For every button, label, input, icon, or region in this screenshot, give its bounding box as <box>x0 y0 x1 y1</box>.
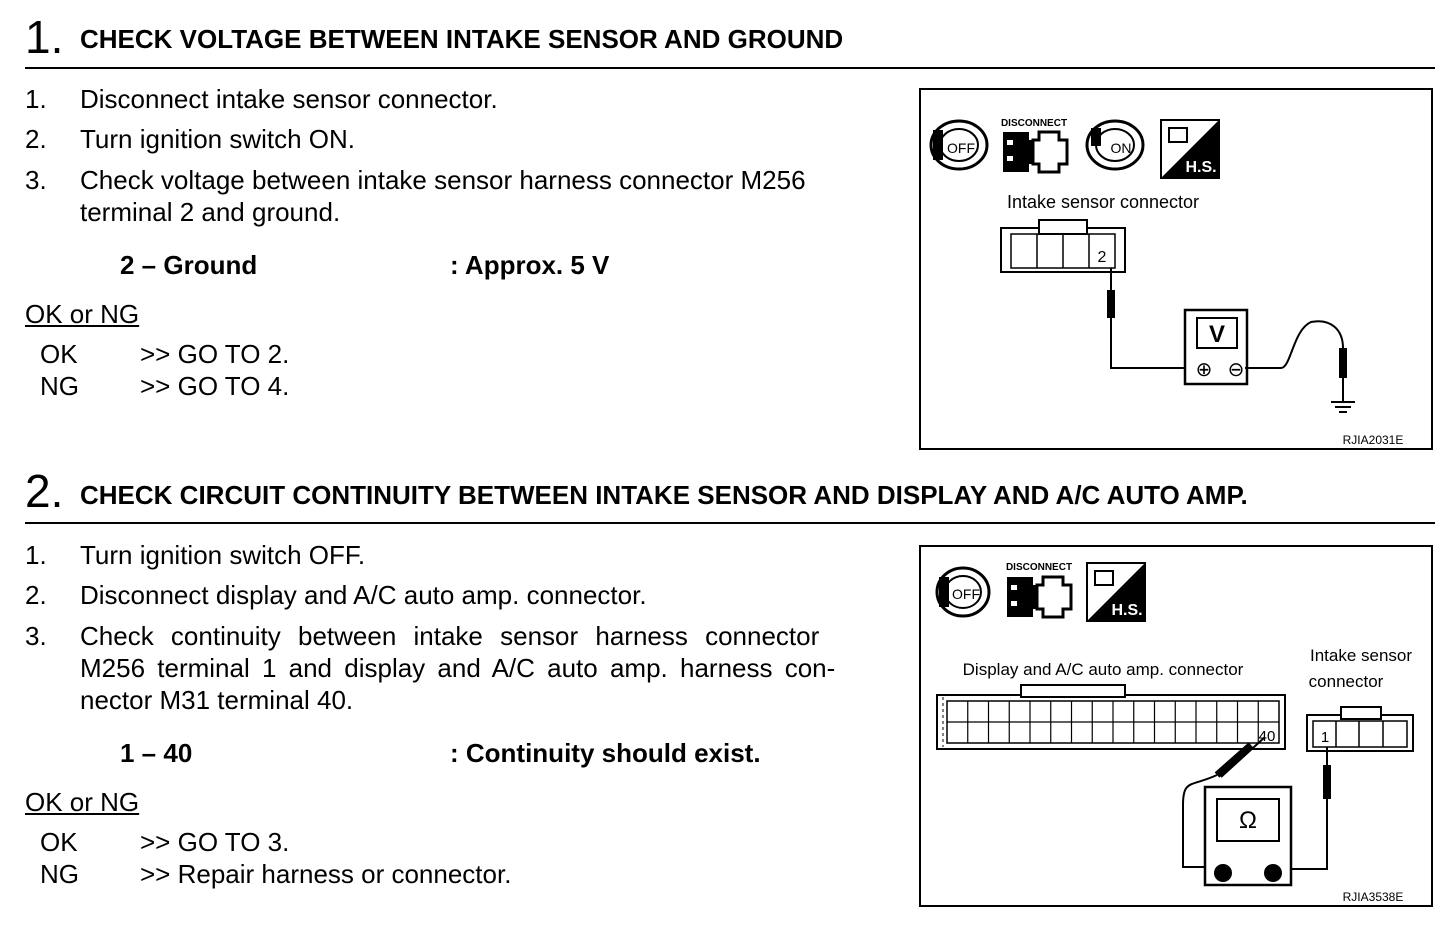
step2-ng-action[interactable]: >> Repair harness or connector. <box>140 859 512 889</box>
step2-spec-label: 1 – 40 <box>120 738 193 768</box>
sensor-connector-label-1: Intake sensor <box>1310 646 1412 665</box>
hs-label: H.S. <box>1111 602 1142 619</box>
terminal-40-label: 40 <box>1259 728 1276 745</box>
step1-spec-value: : Approx. 5 V <box>450 250 610 280</box>
ignition-off-icon: OFF <box>935 566 991 618</box>
step1-item2-text: Turn ignition switch ON. <box>80 124 356 154</box>
off-label: OFF <box>947 140 975 156</box>
step2-item2-number: 2. <box>25 580 47 610</box>
ohmmeter: Ω <box>1203 785 1293 887</box>
minus-terminal: ⊖ <box>1228 359 1245 381</box>
terminal-2-label: 2 <box>1098 249 1107 266</box>
probe-1 <box>1323 765 1331 799</box>
figure-code: RJIA3538E <box>1343 890 1404 904</box>
harness-side-icon: H.S. <box>1160 119 1220 179</box>
plus-terminal: ⊕ <box>1196 359 1213 381</box>
step2-title: CHECK CIRCUIT CONTINUITY BETWEEN INTAKE … <box>80 480 1248 510</box>
step2-number: 2. <box>25 465 64 517</box>
ignition-on-icon: ON <box>1085 119 1145 171</box>
intake-sensor-connector: 2 <box>1000 219 1126 273</box>
step2-ok-label: OK <box>40 827 78 857</box>
intake-sensor-connector-label: Intake sensor connector <box>1007 192 1199 212</box>
step1-item2-number: 2. <box>25 124 47 154</box>
display-ac-amp-connector: 40 <box>936 684 1286 750</box>
amp-connector-label: Display and A/C auto amp. connector <box>963 660 1244 679</box>
step2-item3-number: 3. <box>25 621 47 651</box>
negative-jack <box>1264 864 1282 882</box>
step1-divider <box>25 67 1435 69</box>
step1-figure: OFF DISCONNECT ON H.S. Intake sensor con… <box>919 88 1433 450</box>
step2-item1-text: Turn ignition switch OFF. <box>80 540 366 570</box>
step1-item3-text: Check voltage between intake sensor harn… <box>80 165 806 195</box>
step1-ok-label: OK <box>40 339 78 369</box>
figure-code: RJIA2031E <box>1343 433 1404 447</box>
ohm-label: Ω <box>1239 807 1257 834</box>
positive-jack <box>1214 864 1232 882</box>
step1-ng-label: NG <box>40 371 79 401</box>
step1-number: 1. <box>25 11 64 63</box>
step1-item3-number: 3. <box>25 165 47 195</box>
step2-okng-heading: OK or NG <box>25 787 140 817</box>
positive-probe <box>1107 290 1115 318</box>
off-label: OFF <box>952 586 980 602</box>
step2-item3-text-cont2: nector M31 terminal 40. <box>80 685 354 715</box>
step2-item3-text-cont: M256 terminal 1 and display and A/C auto… <box>80 653 836 683</box>
step1-item1-text: Disconnect intake sensor connector. <box>80 84 498 114</box>
disconnect-label: DISCONNECT <box>1006 562 1072 573</box>
step1-title: CHECK VOLTAGE BETWEEN INTAKE SENSOR AND … <box>80 24 844 54</box>
step2-item2-text: Disconnect display and A/C auto amp. con… <box>80 580 647 610</box>
step2-ok-action[interactable]: >> GO TO 3. <box>140 827 290 857</box>
step1-item1-number: 1. <box>25 84 47 114</box>
step2-ng-label: NG <box>40 859 79 889</box>
ignition-off-icon: OFF <box>929 119 989 171</box>
disconnect-label: DISCONNECT <box>1001 118 1067 129</box>
step1-item3-text-cont: terminal 2 and ground. <box>80 197 341 227</box>
amp-connector-cells <box>947 701 1279 743</box>
step1-spec-label: 2 – Ground <box>120 250 258 280</box>
step2-spec-value: : Continuity should exist. <box>450 738 761 768</box>
step1-ng-action[interactable]: >> GO TO 4. <box>140 371 290 401</box>
disconnect-icon: DISCONNECT <box>1001 118 1069 174</box>
probe-40 <box>1214 742 1254 778</box>
disconnect-icon: DISCONNECT <box>1006 562 1073 619</box>
step1-ok-action[interactable]: >> GO TO 2. <box>140 339 290 369</box>
intake-sensor-connector: 1 <box>1306 706 1414 752</box>
negative-probe <box>1339 348 1347 378</box>
hs-label: H.S. <box>1185 159 1216 176</box>
voltmeter: V ⊕ ⊖ <box>1183 308 1249 386</box>
ground-symbol <box>1331 401 1355 413</box>
terminal-1-label: 1 <box>1321 729 1329 746</box>
step2-item3-text: Check continuity between intake sensor h… <box>80 621 820 651</box>
step1-okng-heading: OK or NG <box>25 299 140 329</box>
sensor-connector-label-2: connector <box>1309 672 1384 691</box>
on-label: ON <box>1111 140 1132 156</box>
harness-side-icon: H.S. <box>1086 562 1146 622</box>
step2-item1-number: 1. <box>25 540 47 570</box>
step2-figure: OFF DISCONNECT H.S. Display and A/C auto… <box>919 545 1433 907</box>
step2-divider <box>25 522 1435 524</box>
voltmeter-label: V <box>1209 321 1225 348</box>
